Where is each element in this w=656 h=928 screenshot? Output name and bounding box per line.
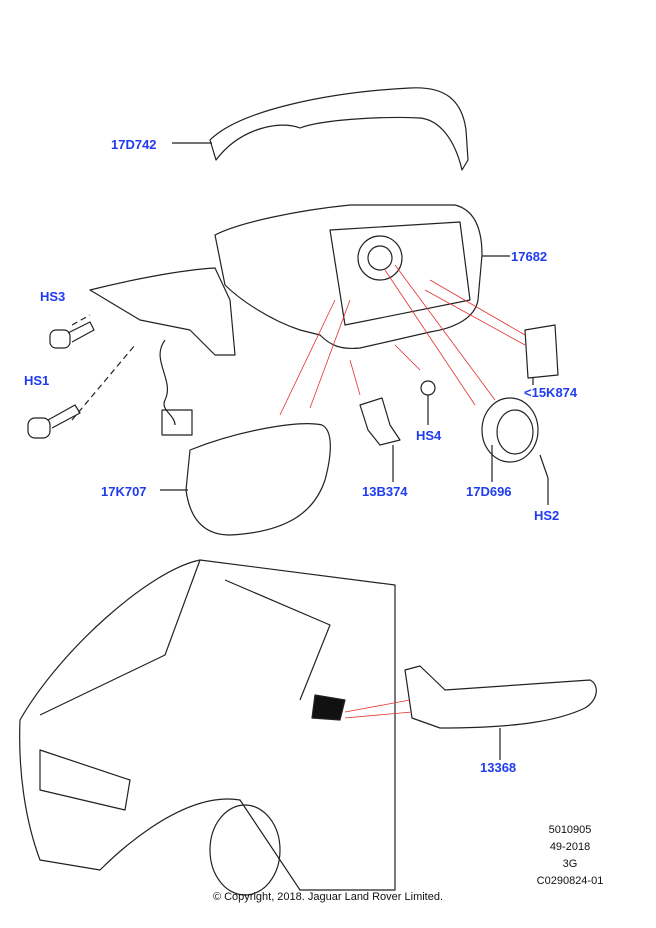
mirror-glass [185,423,331,536]
vehicle-outline [19,559,396,891]
part-label-HS4[interactable]: HS4 [416,428,442,443]
mirror-housing [214,204,483,350]
part-label-17D696[interactable]: 17D696 [466,484,512,499]
side-indicator [404,665,597,729]
mirror-base [89,267,236,356]
part-label-15K874[interactable]: <15K874 [524,385,578,400]
red-leader-lines [279,264,526,719]
mirror-cap [209,87,469,171]
diagram-date: 49-2018 [549,841,591,853]
part-label-17K707[interactable]: 17K707 [101,484,147,499]
part-label-HS3[interactable]: HS3 [40,289,66,304]
part-label-17682[interactable]: 17682 [511,249,548,264]
diagram-code: C0290824-01 [536,875,604,887]
part-label-17D742[interactable]: 17D742 [111,137,157,152]
diagram-revision: 3G [562,858,578,870]
copyright-notice: © Copyright, 2018. Jaguar Land Rover Lim… [212,891,444,903]
part-label-HS1[interactable]: HS1 [24,373,50,388]
diagram-id: 5010905 [548,824,592,836]
part-label-13B374[interactable]: 13B374 [362,484,408,499]
part-label-13368[interactable]: 13368 [480,760,517,775]
part-label-HS2[interactable]: HS2 [534,508,560,523]
